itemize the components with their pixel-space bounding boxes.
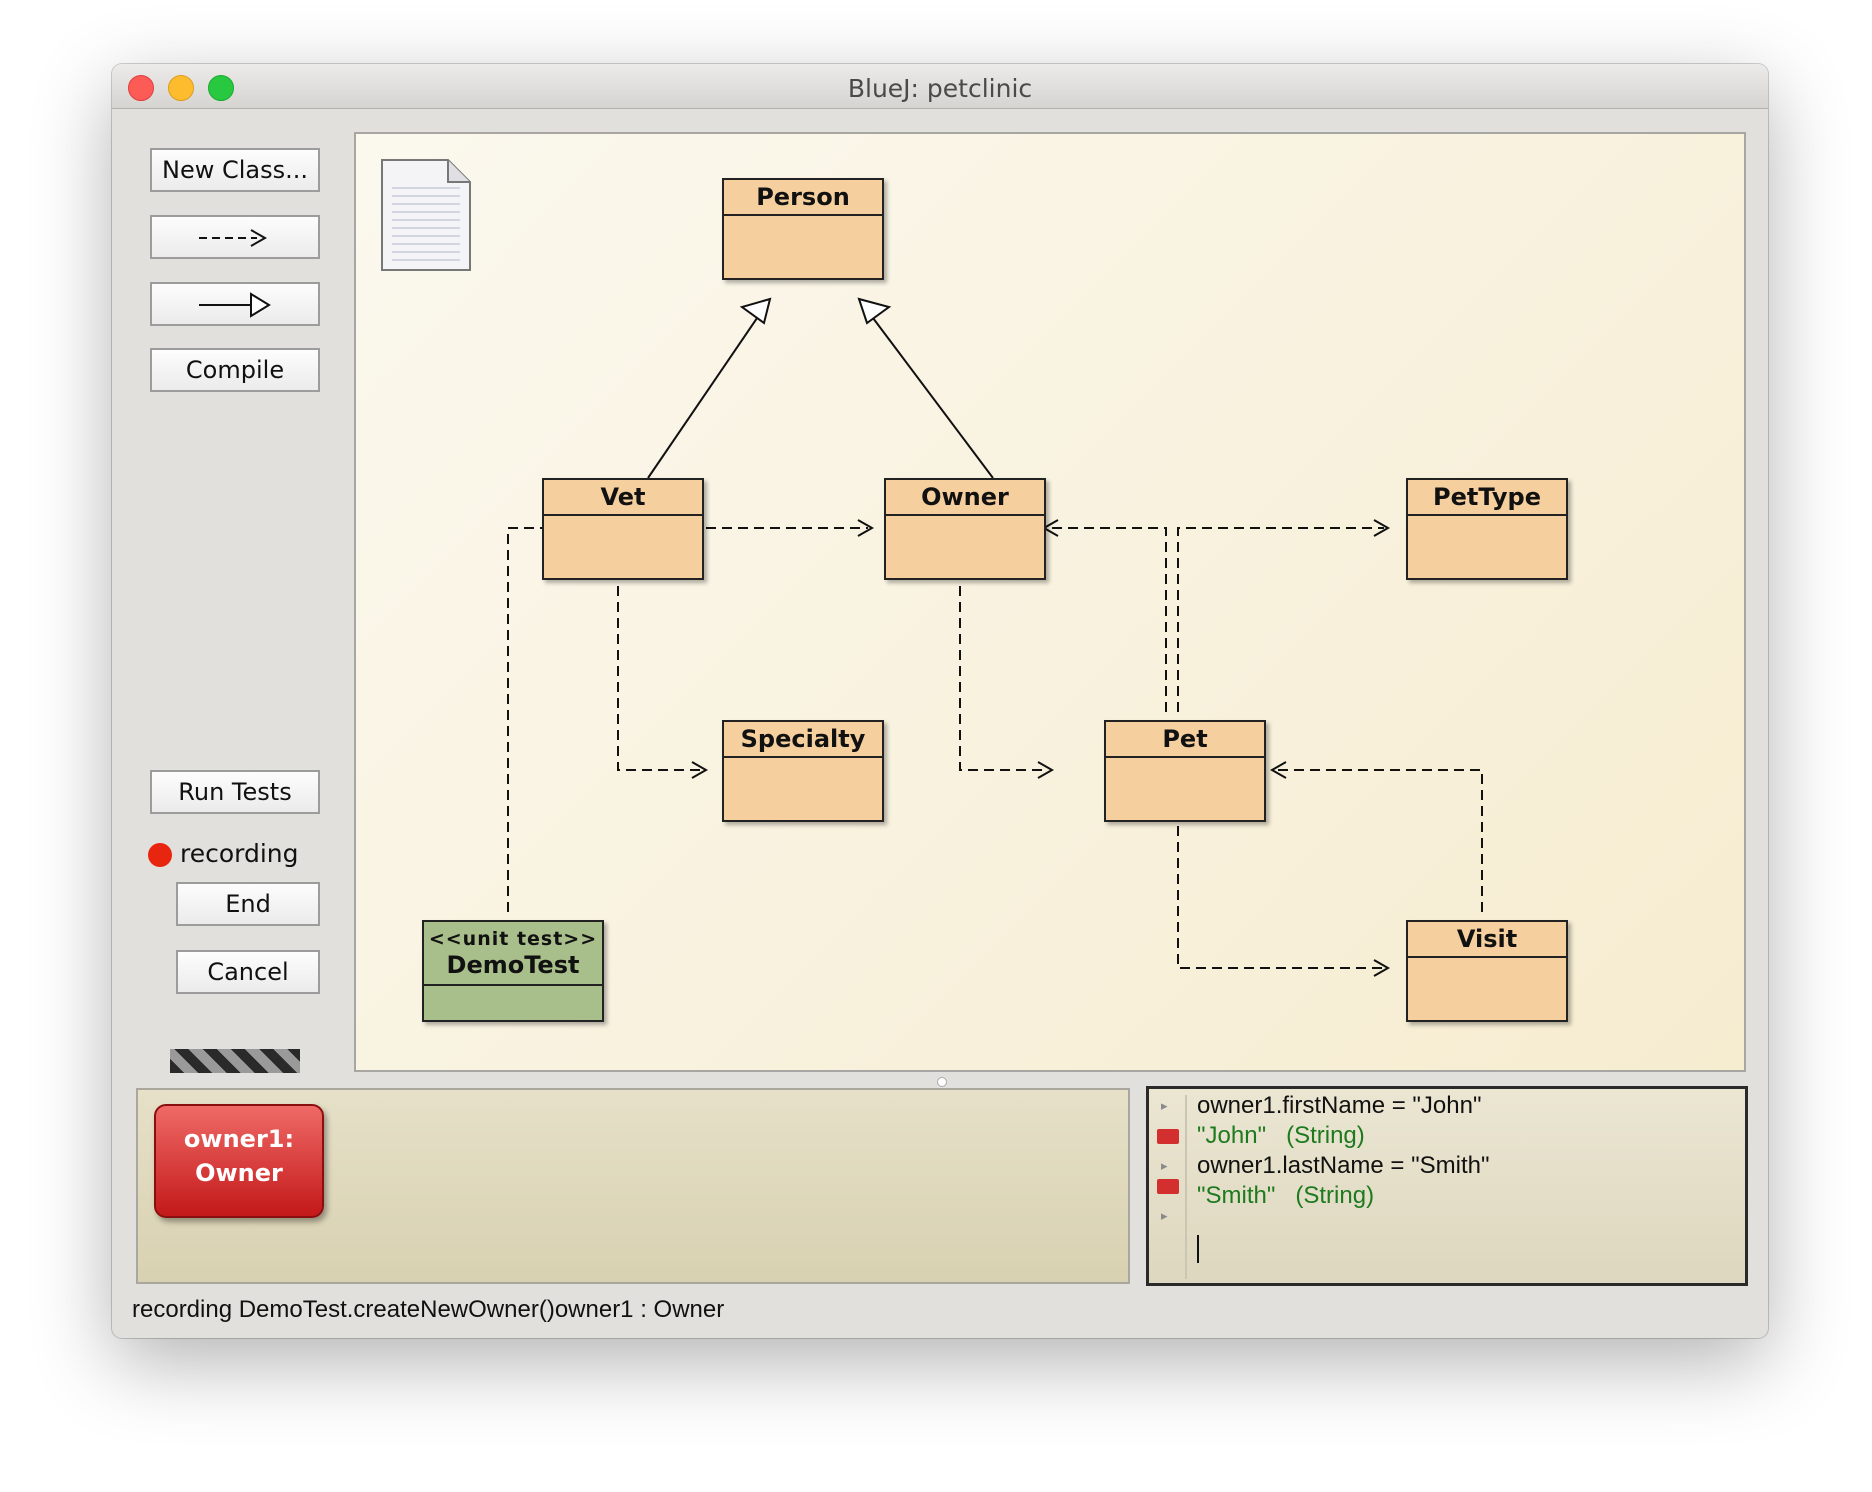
class-name: Pet	[1106, 722, 1264, 758]
new-class-button[interactable]: New Class...	[150, 148, 320, 192]
input-marker-icon: ▸	[1161, 1099, 1168, 1114]
class-diagram[interactable]: Person Vet Owner PetType Specialty Pet V…	[354, 132, 1746, 1072]
object-name: owner1:	[183, 1125, 295, 1153]
class-name: PetType	[1408, 480, 1566, 516]
class-vet[interactable]: Vet	[542, 478, 704, 580]
class-name: Person	[724, 180, 882, 216]
code-result: "Smith" (String)	[1197, 1182, 1375, 1209]
class-visit[interactable]: Visit	[1406, 920, 1568, 1022]
uses-arrow-button[interactable]	[150, 215, 320, 259]
class-person[interactable]: Person	[722, 178, 884, 280]
code-line: owner1.firstName = "John"	[1197, 1092, 1482, 1119]
end-recording-button[interactable]: End	[176, 882, 320, 926]
inheritance-arrow-icon	[199, 292, 271, 318]
input-marker-icon: ▸	[1161, 1159, 1168, 1174]
zoom-window-button[interactable]	[208, 75, 234, 101]
code-pad-caret[interactable]	[1197, 1235, 1199, 1263]
minimize-window-button[interactable]	[168, 75, 194, 101]
bluej-window: BlueJ: petclinic New Class... Compile Ru…	[112, 64, 1768, 1338]
cancel-recording-button[interactable]: Cancel	[176, 950, 320, 994]
class-name: Visit	[1408, 922, 1566, 958]
title-bar: BlueJ: petclinic	[112, 64, 1768, 109]
input-marker-icon: ▸	[1161, 1209, 1168, 1224]
object-bench[interactable]: owner1: Owner	[136, 1088, 1130, 1284]
object-result-icon[interactable]	[1157, 1179, 1179, 1194]
class-specialty[interactable]: Specialty	[722, 720, 884, 822]
dashed-arrow-icon	[199, 229, 268, 247]
vm-activity-indicator	[170, 1049, 300, 1073]
window-title: BlueJ: petclinic	[847, 74, 1033, 103]
split-pane-handle[interactable]	[937, 1077, 947, 1087]
run-tests-button[interactable]: Run Tests	[150, 770, 320, 814]
recording-indicator-icon	[148, 843, 172, 867]
recording-label: recording	[180, 839, 299, 868]
class-owner[interactable]: Owner	[884, 478, 1046, 580]
code-result: "John" (String)	[1197, 1122, 1365, 1149]
class-name: Specialty	[724, 722, 882, 758]
unit-test-stereotype: <<unit test>>	[428, 928, 598, 950]
readme-document-icon[interactable]	[380, 158, 472, 272]
object-owner1[interactable]: owner1: Owner	[154, 1104, 324, 1218]
code-line: owner1.lastName = "Smith"	[1197, 1152, 1490, 1179]
close-window-button[interactable]	[128, 75, 154, 101]
status-bar: recording DemoTest.createNewOwner()owner…	[132, 1296, 725, 1323]
code-pad-gutter	[1185, 1095, 1187, 1279]
object-type: Owner	[195, 1159, 283, 1187]
inheritance-arrow-button[interactable]	[150, 282, 320, 326]
test-class-name: DemoTest	[446, 951, 580, 979]
class-pet[interactable]: Pet	[1104, 720, 1266, 822]
object-result-icon[interactable]	[1157, 1129, 1179, 1144]
relationship-arrows	[507, 297, 1483, 977]
code-pad[interactable]: ▸ ▸ ▸ owner1.firstName = "John" "John" (…	[1146, 1086, 1748, 1286]
class-pettype[interactable]: PetType	[1406, 478, 1568, 580]
class-name: Vet	[544, 480, 702, 516]
class-name: Owner	[886, 480, 1044, 516]
compile-button[interactable]: Compile	[150, 348, 320, 392]
class-name: <<unit test>> DemoTest	[424, 922, 602, 986]
class-demotest[interactable]: <<unit test>> DemoTest	[422, 920, 604, 1022]
